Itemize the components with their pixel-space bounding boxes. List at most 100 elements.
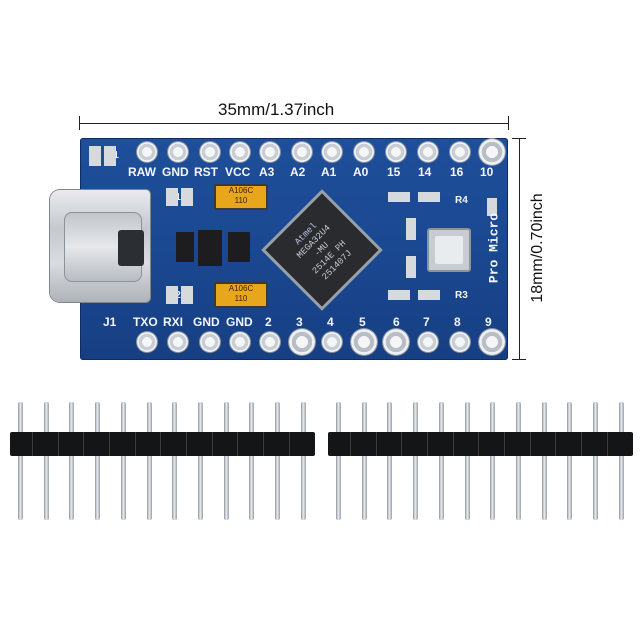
header-plastic (10, 432, 315, 456)
header-divider (237, 432, 239, 456)
header-divider (426, 432, 428, 456)
silk-top-8: 15 (387, 165, 401, 179)
silk-top-2: RST (194, 165, 218, 179)
silk-top-9: 14 (418, 165, 432, 179)
regulator-ic (198, 230, 222, 266)
header-pin (541, 402, 547, 520)
silk-bottom-4: GND (226, 315, 253, 329)
pin-hole (354, 142, 374, 162)
capacitor-text: A106C 110 (228, 186, 254, 205)
pin-hole (260, 142, 280, 162)
header-pin (18, 402, 23, 520)
smd-transistor (228, 232, 250, 262)
header-pin (249, 402, 255, 520)
silk-bottom-11: 8 (454, 315, 461, 329)
pin-hole (137, 142, 157, 162)
smd-component (166, 188, 178, 206)
header-divider (529, 432, 531, 456)
pin-hole (322, 142, 342, 162)
voltage-regulator (176, 232, 194, 262)
header-divider (504, 432, 506, 456)
pin-hole (230, 332, 250, 352)
header-divider (478, 432, 480, 456)
header-divider (31, 432, 33, 456)
header-pin (69, 402, 75, 520)
silk-bottom-1: TXO (133, 315, 158, 329)
header-pin (361, 402, 367, 520)
pin-hole (450, 142, 470, 162)
header-divider (186, 432, 188, 456)
smd-component (181, 286, 193, 304)
header-pin (336, 402, 341, 520)
smd-component (406, 218, 416, 240)
header-pin (146, 402, 152, 520)
silk-bottom-12: 9 (485, 315, 492, 329)
pin-hole (479, 139, 505, 165)
silk-bottom-10: 7 (423, 315, 430, 329)
height-label: 18mm/0.70inch (529, 193, 546, 303)
header-divider (160, 432, 162, 456)
pin-hole (418, 142, 438, 162)
silk-bottom-9: 6 (393, 315, 400, 329)
silk-bottom-7: 4 (327, 315, 334, 329)
label-r4: R4 (455, 195, 468, 206)
header-pin (43, 402, 49, 520)
crystal-oscillator (427, 228, 471, 272)
silk-top-5: A2 (290, 165, 306, 179)
smd-component (487, 198, 497, 216)
pin-hole (168, 332, 188, 352)
header-pin (593, 402, 598, 520)
silk-bottom-3: GND (193, 315, 220, 329)
header-divider (108, 432, 110, 456)
smd-component (388, 192, 410, 202)
silk-bottom-5: 2 (265, 315, 272, 329)
pin-hole (479, 329, 505, 355)
header-pin (300, 402, 306, 520)
smd-component (406, 256, 416, 278)
pin-hole (386, 142, 406, 162)
header-divider (581, 432, 583, 456)
header-pin (197, 402, 203, 520)
header-pin (223, 402, 229, 520)
header-pin (172, 402, 178, 520)
header-pin (387, 402, 393, 520)
header-pin (120, 402, 126, 520)
header-plastic (328, 432, 633, 456)
usb-c-tongue (118, 230, 144, 266)
brand-label: Pro Micro (486, 212, 502, 284)
header-divider (555, 432, 557, 456)
header-divider (401, 432, 403, 456)
tantalum-capacitor-bottom: A106C 110 (214, 282, 268, 308)
smd-component (418, 290, 440, 300)
pin-hole (200, 332, 220, 352)
silk-top-3: VCC (225, 165, 251, 179)
pin-hole (289, 329, 315, 355)
header-divider (83, 432, 85, 456)
header-divider (606, 432, 608, 456)
silk-top-0: RAW (128, 165, 156, 179)
header-divider (288, 432, 290, 456)
header-pin (95, 402, 101, 520)
header-pin (275, 402, 280, 520)
pin-hole (322, 332, 342, 352)
pin-hole (200, 142, 220, 162)
pin-hole (351, 329, 377, 355)
silk-top-7: A0 (353, 165, 369, 179)
silk-top-4: A3 (259, 165, 275, 179)
silk-top-1: GND (162, 165, 189, 179)
header-pin (515, 402, 521, 520)
header-divider (452, 432, 454, 456)
header-pin (567, 402, 573, 520)
label-r3: R3 (455, 290, 468, 301)
smd-component (418, 192, 440, 202)
header-divider (211, 432, 213, 456)
pin-hole (450, 332, 470, 352)
header-divider (57, 432, 59, 456)
silk-bottom-0: J1 (103, 315, 117, 329)
silk-top-10: 16 (450, 165, 464, 179)
width-dimension-line (79, 123, 509, 124)
silk-bottom-2: RXI (163, 315, 184, 329)
pin-hole (418, 332, 438, 352)
pin-hole (260, 332, 280, 352)
header-pin (618, 402, 624, 520)
